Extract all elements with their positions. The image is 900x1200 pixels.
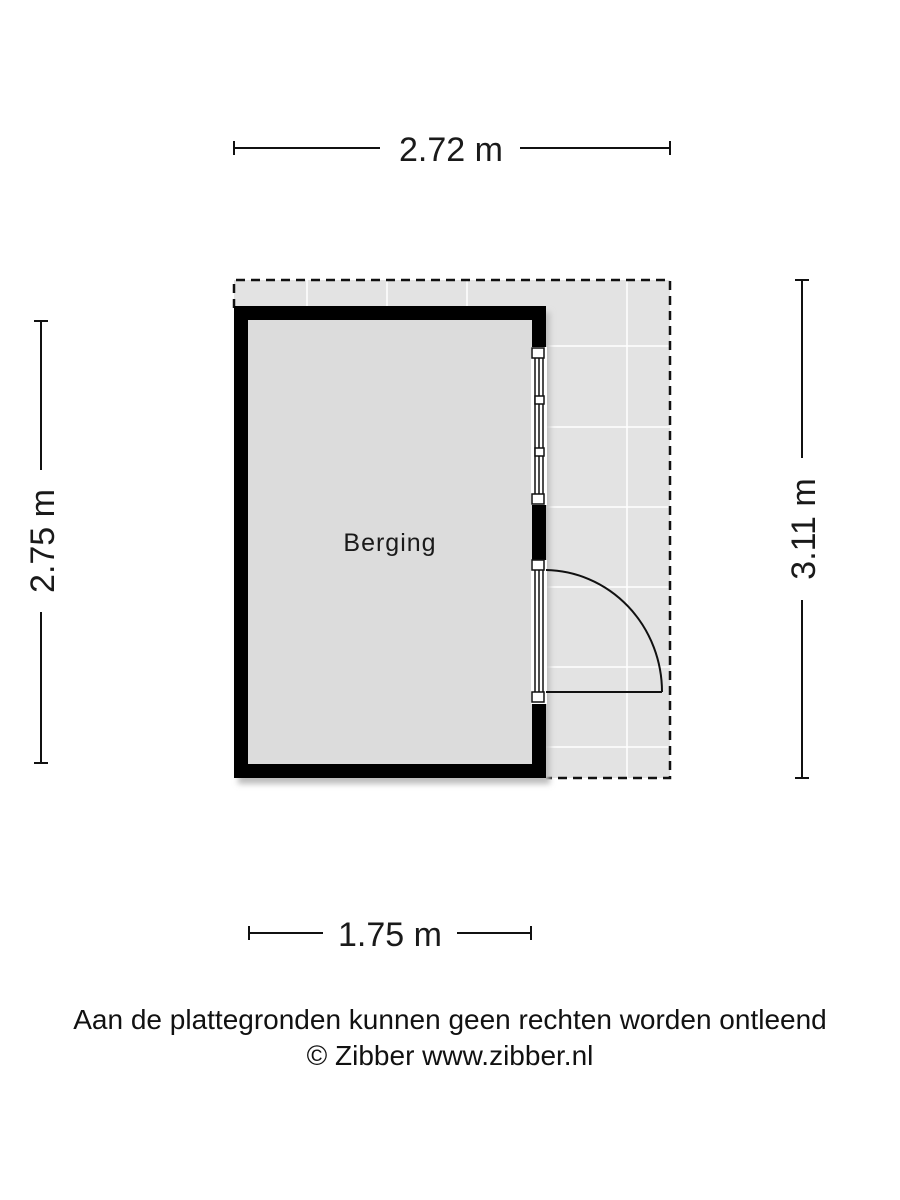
dimension-left: 2.75 m [24,320,62,764]
dimension-bottom: 1.75 m [248,916,532,954]
room-floor [248,320,532,764]
dimension-right-label: 3.11 m [785,478,823,579]
copyright-text: © Zibber www.zibber.nl [306,1040,594,1071]
disclaimer-text: Aan de plattegronden kunnen geen rechten… [73,1004,827,1035]
room-label-berging: Berging [343,529,436,557]
floor-plan: Berging 2.72 m 1.75 m 2.75 m 3.11 m [24,131,823,954]
dimension-top: 2.72 m [233,131,671,169]
dimension-top-label: 2.72 m [399,131,503,169]
dimension-right: 3.11 m [785,279,823,779]
window [531,347,547,505]
door [531,559,663,704]
dimension-bottom-label: 1.75 m [338,916,442,954]
dimension-left-label: 2.75 m [24,489,62,593]
